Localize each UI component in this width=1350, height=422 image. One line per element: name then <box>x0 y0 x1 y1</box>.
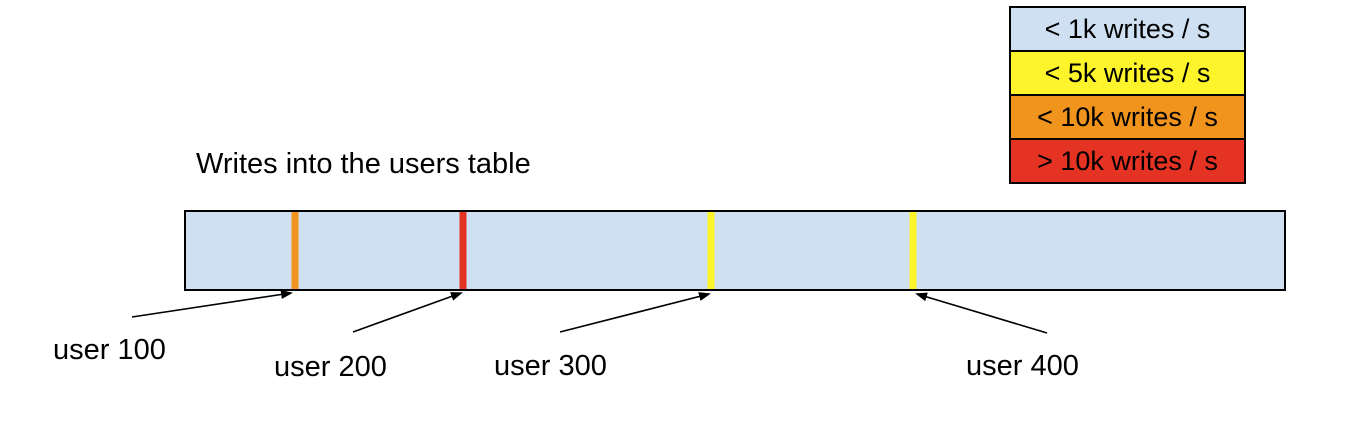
write-hotspot-stripe <box>459 212 467 289</box>
legend-item-label: < 10k writes / s <box>1037 101 1218 132</box>
write-hotspot-stripe <box>909 212 917 289</box>
write-hotspot-stripe <box>707 212 715 289</box>
legend-item-label: < 5k writes / s <box>1044 57 1211 88</box>
legend-item-lt-5k: < 5k writes / s <box>1011 52 1244 96</box>
arrow-user-400 <box>915 292 1048 334</box>
user-200-label: user 200 <box>274 351 387 383</box>
legend-item-label: > 10k writes / s <box>1037 145 1218 176</box>
user-400-label: user 400 <box>966 350 1079 382</box>
arrow-user-100 <box>131 290 293 318</box>
write-hotspot-stripe <box>291 212 299 289</box>
legend-item-gt-10k: > 10k writes / s <box>1011 140 1244 182</box>
users-table-bar <box>184 210 1286 291</box>
arrow-user-300 <box>559 292 711 333</box>
legend-item-label: < 1k writes / s <box>1044 13 1211 44</box>
arrow-user-200 <box>352 292 463 333</box>
legend: < 1k writes / s < 5k writes / s < 10k wr… <box>1009 6 1246 184</box>
diagram-title: Writes into the users table <box>196 148 531 180</box>
user-100-label: user 100 <box>53 334 166 366</box>
legend-item-lt-1k: < 1k writes / s <box>1011 8 1244 52</box>
user-300-label: user 300 <box>494 350 607 382</box>
legend-item-lt-10k: < 10k writes / s <box>1011 96 1244 140</box>
